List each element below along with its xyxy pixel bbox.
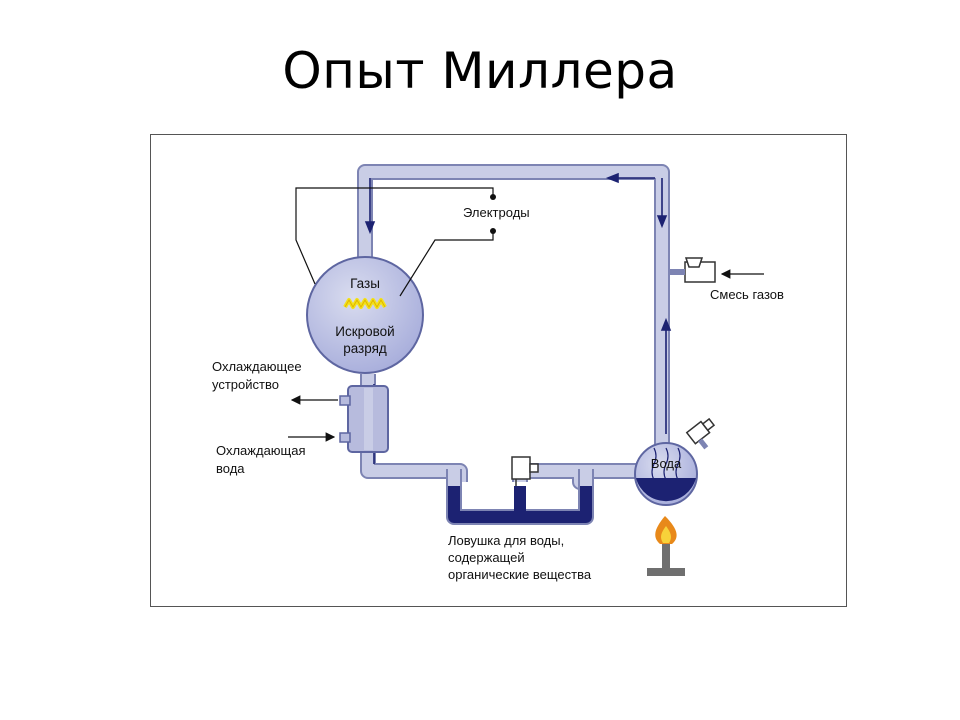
label-trap-1: Ловушка для воды, — [448, 533, 564, 548]
label-electrodes: Электроды — [463, 205, 530, 220]
electrode-wires — [295, 187, 494, 297]
label-gas-mix: Смесь газов — [710, 287, 784, 302]
condenser — [339, 385, 389, 453]
burner — [647, 516, 685, 576]
label-water: Вода — [651, 456, 682, 471]
label-cool-water-1: Охлаждающая — [216, 443, 306, 458]
label-cooler-2: устройство — [212, 377, 279, 392]
miller-experiment-diagram: Газы Искровой разряд Электроды Смесь газ… — [150, 134, 847, 607]
boiling-flask — [634, 417, 716, 506]
gas-inlet-valve — [670, 257, 716, 283]
label-spark-2: разряд — [343, 341, 387, 356]
label-trap-2: содержащей — [448, 550, 525, 565]
electrode-terminal-bottom — [490, 228, 496, 234]
spark-chamber — [306, 256, 424, 374]
page-title: Опыт Миллера — [282, 42, 678, 100]
label-cool-water-2: вода — [216, 461, 245, 476]
trap-stopcock — [511, 456, 531, 480]
label-trap-3: органические вещества — [448, 567, 592, 582]
water-trap — [446, 456, 594, 525]
label-gases: Газы — [350, 276, 380, 291]
diagram-frame — [150, 134, 847, 607]
label-cooler-1: Охлаждающее — [212, 359, 302, 374]
electrode-terminal-top — [490, 194, 496, 200]
label-spark-1: Искровой — [335, 324, 394, 339]
